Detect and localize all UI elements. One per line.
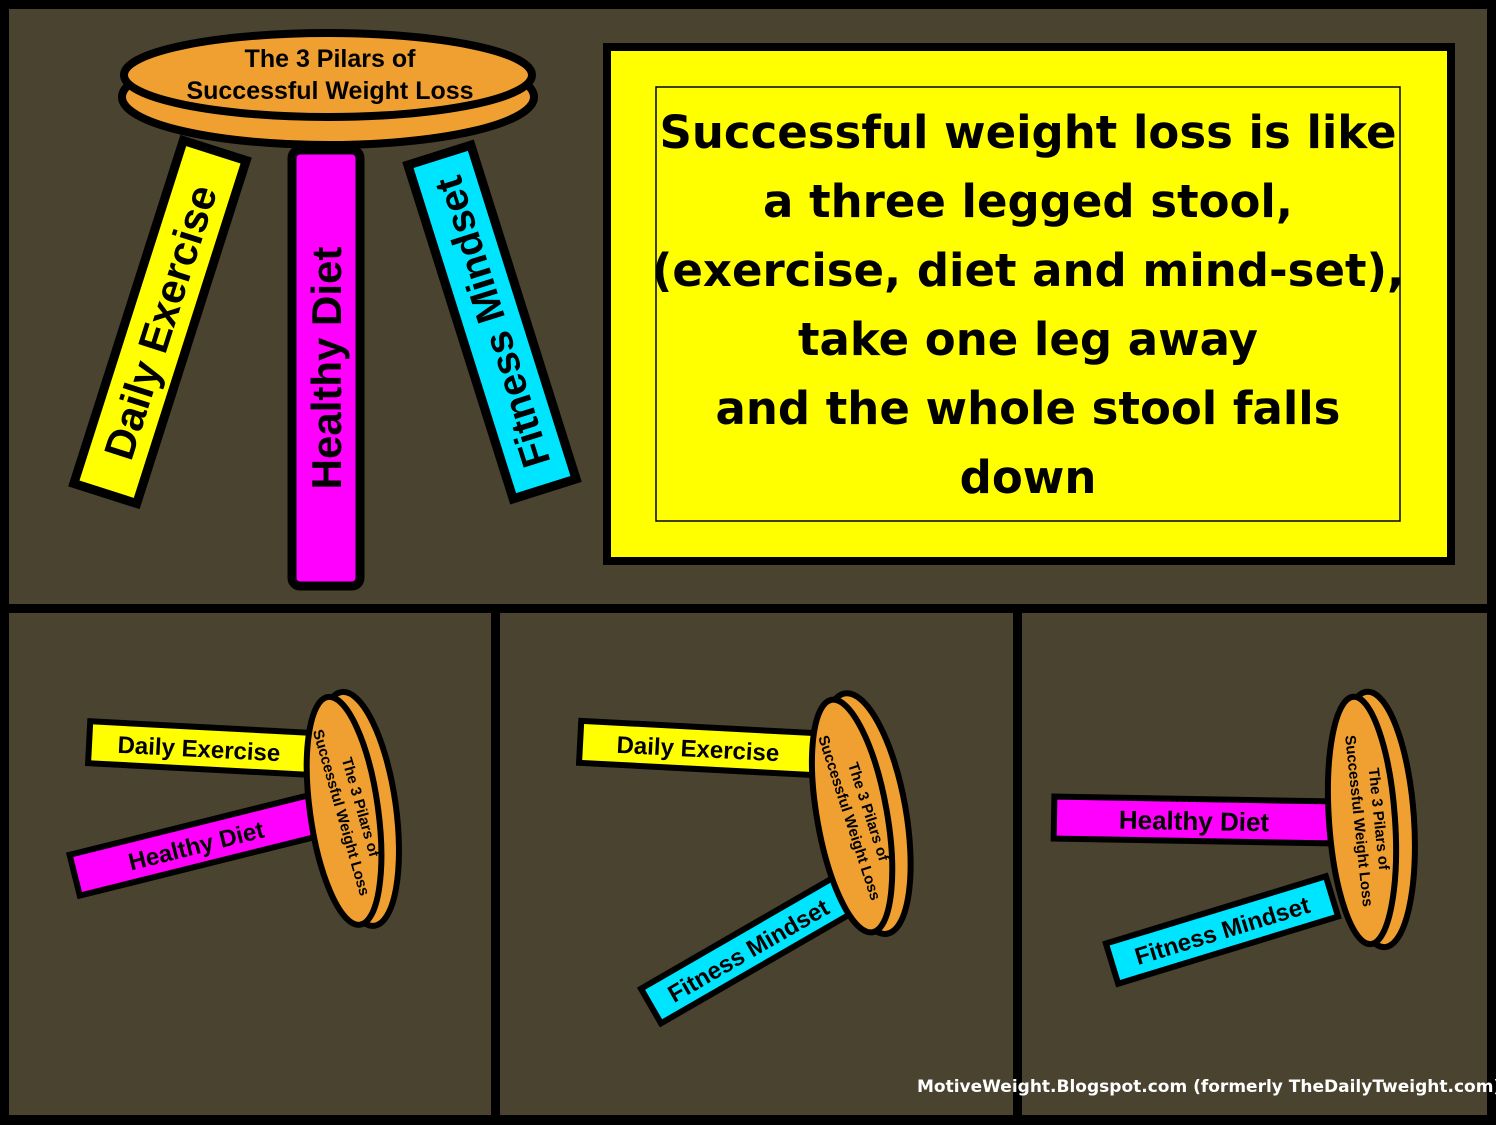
quote-box: Successful weight loss is like a three l… — [603, 43, 1455, 565]
leg-label: Healthy Diet — [303, 247, 350, 490]
quote-line: (exercise, diet and mind-set), — [652, 244, 1404, 297]
stool-seat: The 3 Pilars of Successful Weight Loss — [118, 29, 538, 149]
footer-credit: MotiveWeight.Blogspot.com (formerly TheD… — [917, 1077, 1496, 1097]
quote-line: Successful weight loss is like — [659, 106, 1396, 159]
stool-seat: The 3 Pilars of Successful Weight Loss — [1324, 688, 1418, 951]
quote-line: take one leg away — [798, 313, 1258, 366]
fallen-stool-1: Daily Exercise Healthy Diet The 3 Pilars… — [65, 688, 402, 929]
leg-daily-exercise: Daily Exercise — [575, 717, 821, 779]
quote-line: down — [960, 451, 1097, 504]
stool-seat: The 3 Pilars of Successful Weight Loss — [808, 690, 914, 937]
leg-healthy-diet: Healthy Diet — [287, 145, 365, 591]
stool-seat: The 3 Pilars of Successful Weight Loss — [303, 688, 402, 929]
leg-label: Healthy Diet — [1119, 805, 1270, 838]
quote-line: a three legged stool, — [763, 175, 1293, 228]
standing-stool: Daily Exercise Healthy Diet Fitness Mind… — [68, 29, 582, 591]
leg-healthy-diet: Healthy Diet — [1050, 793, 1338, 847]
fallen-stool-2: Daily Exercise Fitness Mindset The 3 Pil… — [575, 690, 914, 1028]
quote-line: and the whole stool falls — [716, 382, 1341, 435]
seat-title-line2: Successful Weight Loss — [186, 77, 473, 105]
panel-missing-diet — [500, 613, 1013, 1115]
seat-title-line1: The 3 Pilars of — [245, 45, 417, 73]
leg-daily-exercise: Daily Exercise — [84, 718, 314, 778]
